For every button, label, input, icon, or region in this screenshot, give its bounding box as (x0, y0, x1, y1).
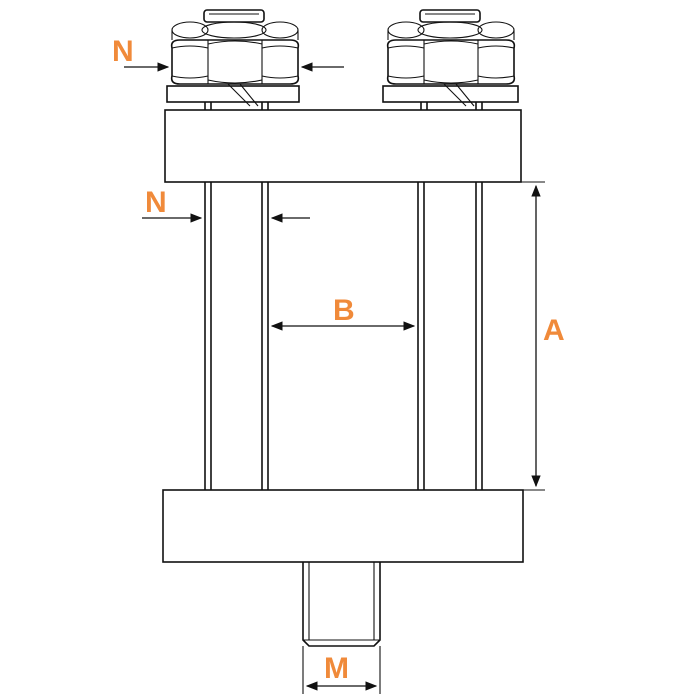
dimension-thread: M (302, 646, 381, 694)
dimension-rod-spacing: B (270, 294, 416, 331)
bottom-plate (162, 489, 524, 563)
top-plate (164, 109, 522, 183)
dimension-nut-width: N (112, 35, 344, 72)
right-nut-crown (387, 21, 515, 40)
left-hex-nut (170, 39, 300, 85)
rod-2 (261, 182, 269, 490)
right-lock-washer (382, 83, 519, 107)
label-n-top: N (112, 35, 134, 68)
label-b: B (333, 294, 355, 327)
right-hex-nut (386, 39, 516, 85)
right-bolt-tip (419, 9, 481, 23)
dimension-rod-diameter: N (142, 186, 310, 223)
left-bolt-tip (203, 9, 265, 23)
rod-1 (204, 182, 212, 490)
right-nut-assembly (382, 9, 519, 110)
rod-4 (475, 182, 483, 490)
left-nut-assembly (166, 9, 300, 110)
label-a: A (543, 314, 565, 347)
threaded-stud (302, 562, 381, 647)
rod-3 (417, 182, 425, 490)
label-n-rod: N (145, 186, 167, 219)
rods (204, 182, 483, 490)
label-m: M (324, 652, 349, 685)
left-nut-crown (171, 21, 299, 40)
left-lock-washer (166, 83, 300, 107)
dimension-plate-gap: A (521, 181, 565, 491)
